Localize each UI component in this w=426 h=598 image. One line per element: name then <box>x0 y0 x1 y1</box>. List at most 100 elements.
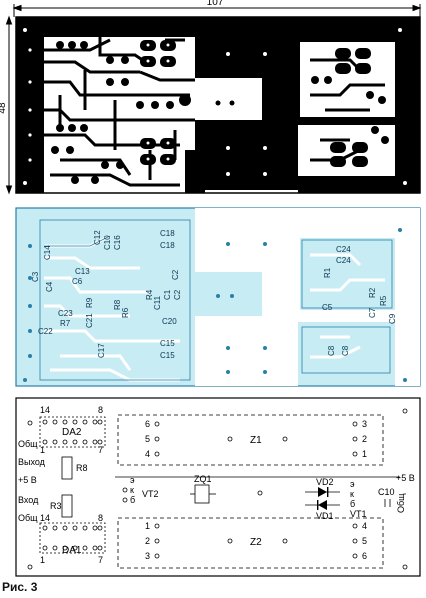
width-dimension <box>12 4 422 17</box>
label-r4: R4 <box>145 289 154 300</box>
width-dimension-label: 107 <box>207 0 224 8</box>
label-c8-b: C8 <box>341 345 350 356</box>
label-pin8-top: 8 <box>98 405 103 415</box>
label-out: Выход <box>18 457 46 467</box>
label-z2-p6: 6 <box>362 551 367 561</box>
label-c12: C12 <box>93 230 102 245</box>
label-z2-p1: 1 <box>145 521 150 531</box>
figure-caption: Рис. 3 <box>2 580 38 594</box>
label-z2-p5: 5 <box>362 536 367 546</box>
label-c17: C17 <box>97 343 106 358</box>
label-r8: R8 <box>113 299 122 310</box>
diode-symbols <box>317 487 329 510</box>
label-c8-a: C8 <box>327 345 336 356</box>
label-c18-a: C18 <box>160 229 175 238</box>
label-c10: C10 <box>378 487 395 497</box>
label-gnd-right: Общ <box>396 493 406 513</box>
center-slot-pads <box>215 100 235 106</box>
label-c3: C3 <box>31 271 40 282</box>
da1-pins <box>42 525 103 551</box>
label-c22: C22 <box>38 327 53 336</box>
label-gnd2: Общ <box>18 513 38 523</box>
label-pin7-bot: 7 <box>98 555 103 565</box>
label-gnd1: Общ <box>18 439 38 449</box>
label-c7: C7 <box>368 307 377 318</box>
da2-outline <box>39 416 106 448</box>
label-c11: C11 <box>153 295 162 310</box>
r8-body <box>61 456 73 480</box>
silkscreen-right-islands <box>300 238 395 375</box>
label-vd1: VD1 <box>316 511 334 521</box>
label-pin7-top: 7 <box>98 445 103 455</box>
label-c5: C5 <box>322 303 333 312</box>
label-in: Вход <box>18 495 39 505</box>
label-da2: DA2 <box>62 427 82 438</box>
label-z1: Z1 <box>250 435 262 446</box>
label-z2-p3: 3 <box>145 551 150 561</box>
component-layout-board: 14 8 DA2 Общ 1 7 Выход R8 +5 В Вход R3 О… <box>15 397 421 577</box>
copper-layer-board: 107 48 <box>0 0 422 195</box>
label-z1-p3: 3 <box>362 419 367 429</box>
z2-outline <box>117 517 384 569</box>
label-vt1-b: б <box>350 499 355 509</box>
label-r5: R5 <box>379 295 388 306</box>
label-c9: C9 <box>388 313 397 324</box>
label-c20: C20 <box>162 317 177 326</box>
label-r9: R9 <box>85 297 94 308</box>
label-c2-a: C2 <box>171 269 180 280</box>
da2-pins <box>42 419 103 445</box>
label-plus5-left: +5 В <box>18 475 37 485</box>
silkscreen-outlines <box>39 219 393 381</box>
z-pins <box>27 408 408 570</box>
height-dimension-label: 48 <box>0 102 8 114</box>
label-r2: R2 <box>368 287 377 298</box>
label-c15-b: C15 <box>160 351 175 360</box>
label-z1-p1: 1 <box>362 449 367 459</box>
label-c2-b: C2 <box>173 289 182 300</box>
label-z1-p2: 2 <box>362 434 367 444</box>
label-c14: C14 <box>43 245 52 260</box>
label-c15-a: C15 <box>160 339 175 348</box>
label-pin14-bot: 14 <box>40 513 50 523</box>
label-r3: R3 <box>50 501 62 511</box>
label-c18-b: C18 <box>160 241 175 250</box>
label-c10: C10 <box>103 235 112 250</box>
pad-holes-left <box>28 43 238 162</box>
label-c21: C21 <box>85 313 94 328</box>
label-z2-p4: 4 <box>362 521 367 531</box>
component-placement-board: C18 C18 C14 C12 C10 C16 C13 C3 C4 C6 C2 … <box>15 207 421 387</box>
label-plus5-right: +5 В <box>396 473 415 483</box>
da1-outline <box>39 522 106 554</box>
label-da1: DA1 <box>62 545 82 556</box>
label-c13: C13 <box>75 267 90 276</box>
label-pin14-top: 14 <box>40 405 50 415</box>
label-vt1: VT1 <box>350 509 367 519</box>
label-pin1-top: 1 <box>40 445 45 455</box>
height-dimension <box>5 15 13 195</box>
label-c16-top: C16 <box>113 235 122 250</box>
label-vd2: VD2 <box>316 477 334 487</box>
label-r8: R8 <box>76 463 88 473</box>
label-c23: C23 <box>58 309 73 318</box>
silkscreen-labels: C18 C18 C14 C12 C10 C16 C13 C3 C4 C6 C2 … <box>31 229 397 360</box>
label-vt2-e: э <box>130 475 135 485</box>
silkscreen-pads <box>23 228 407 382</box>
label-c4: C4 <box>45 281 54 292</box>
label-pin1-bot: 1 <box>40 555 45 565</box>
label-c24-a: C24 <box>336 245 351 254</box>
copper-traces-left <box>44 30 195 187</box>
label-r7: R7 <box>60 319 71 328</box>
label-vt1-k: к <box>350 489 354 499</box>
label-c6: C6 <box>72 277 83 286</box>
pour-islands <box>23 28 407 185</box>
label-c24-b: C24 <box>336 256 351 265</box>
z1-outline <box>117 414 384 466</box>
label-r6: R6 <box>121 307 130 318</box>
label-pin8-bot: 8 <box>98 513 103 523</box>
label-r1: R1 <box>323 267 332 278</box>
label-z1-p4: 4 <box>145 449 150 459</box>
component-labels: 14 8 DA2 Общ 1 7 Выход R8 +5 В Вход R3 О… <box>18 405 415 565</box>
label-c1: C1 <box>163 289 172 300</box>
r3-body <box>61 494 73 518</box>
label-vt2-k: к <box>130 485 134 495</box>
